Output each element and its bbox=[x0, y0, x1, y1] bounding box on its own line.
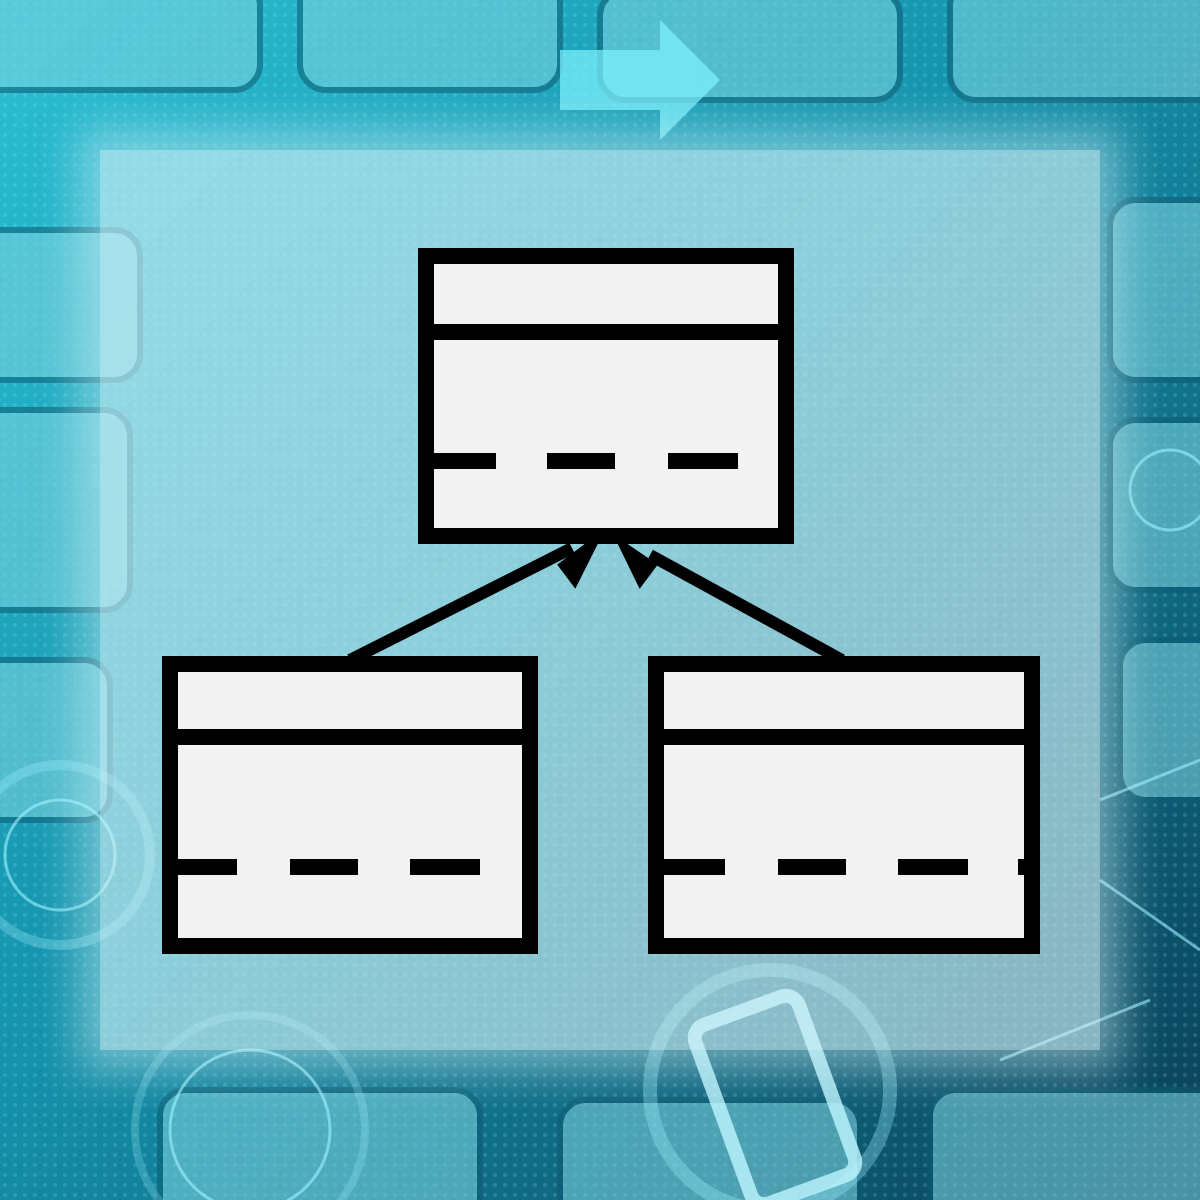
child-class-box-left bbox=[162, 656, 538, 954]
child-class-box-right bbox=[648, 656, 1040, 954]
inheritance-arrow-right bbox=[612, 534, 845, 666]
parent-class-box bbox=[418, 248, 794, 544]
inheritance-arrow-left bbox=[347, 533, 602, 666]
arrow-glow-icon bbox=[560, 20, 720, 140]
